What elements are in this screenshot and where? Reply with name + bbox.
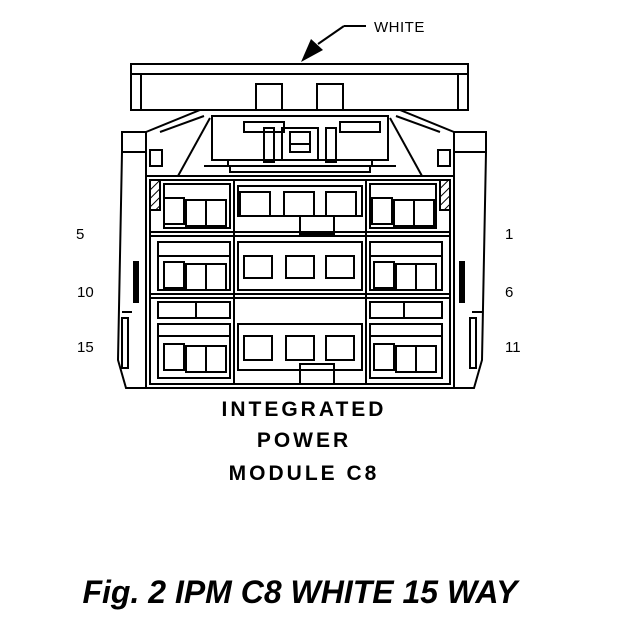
- module-name-line: POWER: [257, 429, 351, 452]
- terminal-cavity: [369, 323, 443, 379]
- lock-button: [289, 131, 311, 153]
- pin-label: 5: [76, 226, 84, 243]
- callout-label: WHITE: [374, 19, 425, 36]
- callout-arrow-icon: [301, 39, 323, 62]
- terminal-cavity: [369, 183, 437, 229]
- terminal-cavity: [243, 255, 273, 279]
- module-name-line: MODULE C8: [229, 462, 380, 485]
- latch-tab-left: [255, 83, 283, 111]
- terminal-cavity: [243, 335, 273, 361]
- side-ear-right: [453, 131, 487, 153]
- latch-tab-right: [316, 83, 344, 111]
- connector-body: [116, 63, 488, 389]
- polarizing-key: [299, 215, 335, 235]
- terminal-row-2: [157, 241, 443, 291]
- terminal-cavity: [239, 191, 271, 217]
- figure-caption: Fig. 2 IPM C8 WHITE 15 WAY: [82, 574, 518, 610]
- module-name-line: INTEGRATED: [222, 398, 387, 421]
- terminal-row-3: [157, 301, 443, 385]
- connector-face: [145, 175, 455, 389]
- callout-leader-diagonal: [317, 25, 345, 45]
- pin-labels-right: 1 6 11: [505, 226, 521, 356]
- housing-right-side: [452, 151, 488, 389]
- terminal-cavity: [157, 323, 231, 379]
- pin-label: 15: [77, 339, 94, 356]
- pin-label: 1: [505, 226, 513, 243]
- pin-labels-left: 5 10 15: [76, 226, 94, 356]
- housing-left-side: [116, 151, 150, 389]
- module-name: INTEGRATED POWER MODULE C8: [222, 398, 387, 485]
- pin-label: 6: [505, 284, 513, 301]
- terminal-cavity: [157, 241, 231, 291]
- latch-housing: [130, 63, 469, 111]
- side-ear-left: [121, 131, 147, 153]
- terminal-row-1: [163, 183, 437, 235]
- pin-label: 10: [77, 284, 94, 301]
- white-callout: WHITE: [301, 19, 425, 62]
- pin-label: 11: [505, 339, 521, 356]
- terminal-cavity: [369, 241, 443, 291]
- polarizing-key: [299, 363, 335, 385]
- terminal-cavity: [163, 183, 231, 229]
